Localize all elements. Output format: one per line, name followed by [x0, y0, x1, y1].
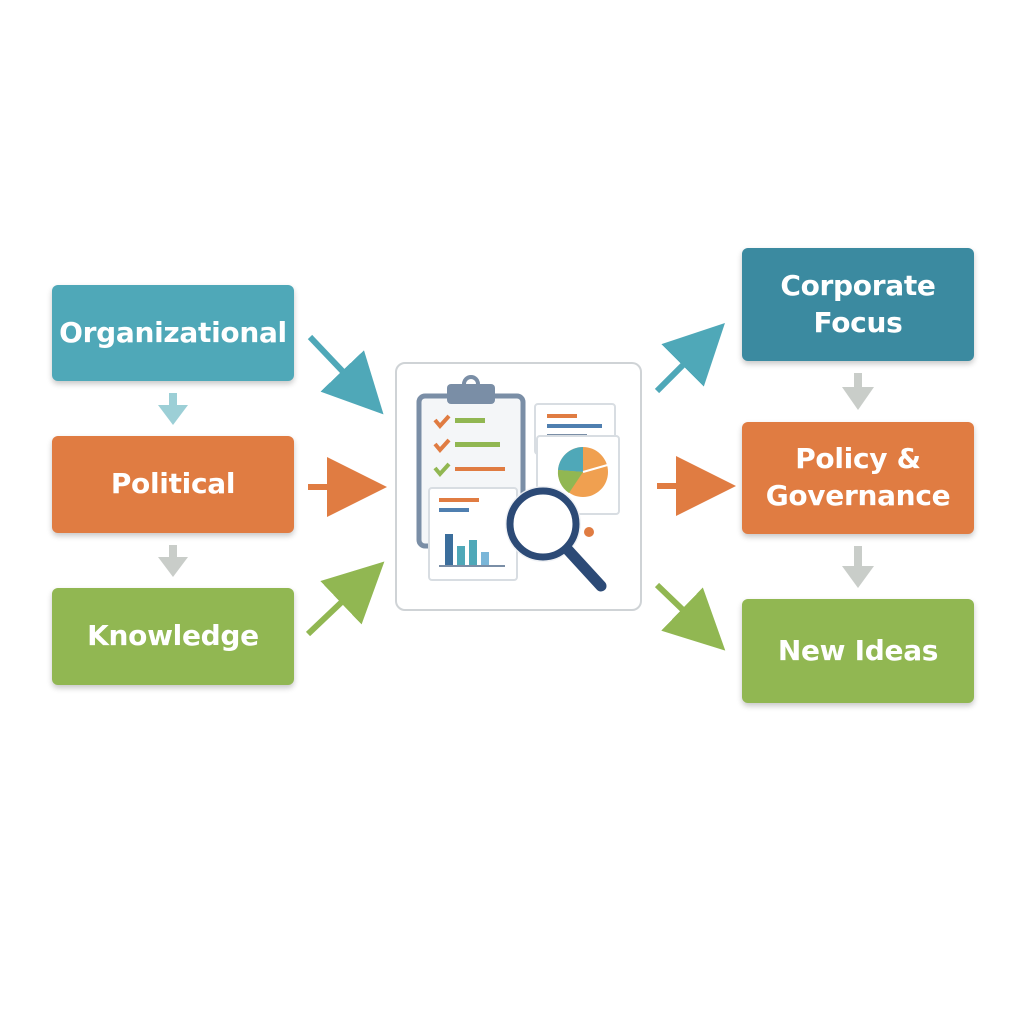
knowledge-label: Knowledge: [87, 619, 259, 653]
arrow-knowledge-to-hub: [305, 561, 385, 637]
new-ideas-label: New Ideas: [777, 633, 939, 667]
political-label: Political: [110, 467, 236, 501]
arrow-corporate-to-policy: [842, 373, 874, 410]
arrow-organizational-to-political: [158, 393, 188, 425]
corporate-focus-box: Corporate Focus: [742, 248, 974, 361]
policy-governance-box: Policy & Governance: [742, 422, 974, 534]
magnifying-glass-icon: [505, 486, 607, 592]
arrow-organizational-to-hub: [307, 334, 384, 415]
policy-governance-label: Policy & Governance: [765, 442, 951, 512]
organizational-label: Organizational: [59, 315, 287, 349]
new-ideas-box: New Ideas: [742, 599, 974, 703]
arrow-policy-to-ideas: [842, 546, 874, 588]
arrow-political-to-knowledge: [158, 545, 188, 577]
organizational-box: Organizational: [52, 285, 294, 381]
knowledge-box: Knowledge: [52, 588, 294, 685]
bar-chart-icon: [428, 487, 518, 581]
political-box: Political: [52, 436, 294, 533]
analysis-illustration: [416, 375, 620, 592]
analysis-hub: [395, 362, 642, 611]
arrow-hub-to-corporate: [654, 323, 725, 394]
corporate-focus-label: Corporate Focus: [780, 268, 936, 339]
arrow-hub-to-ideas: [654, 582, 726, 651]
